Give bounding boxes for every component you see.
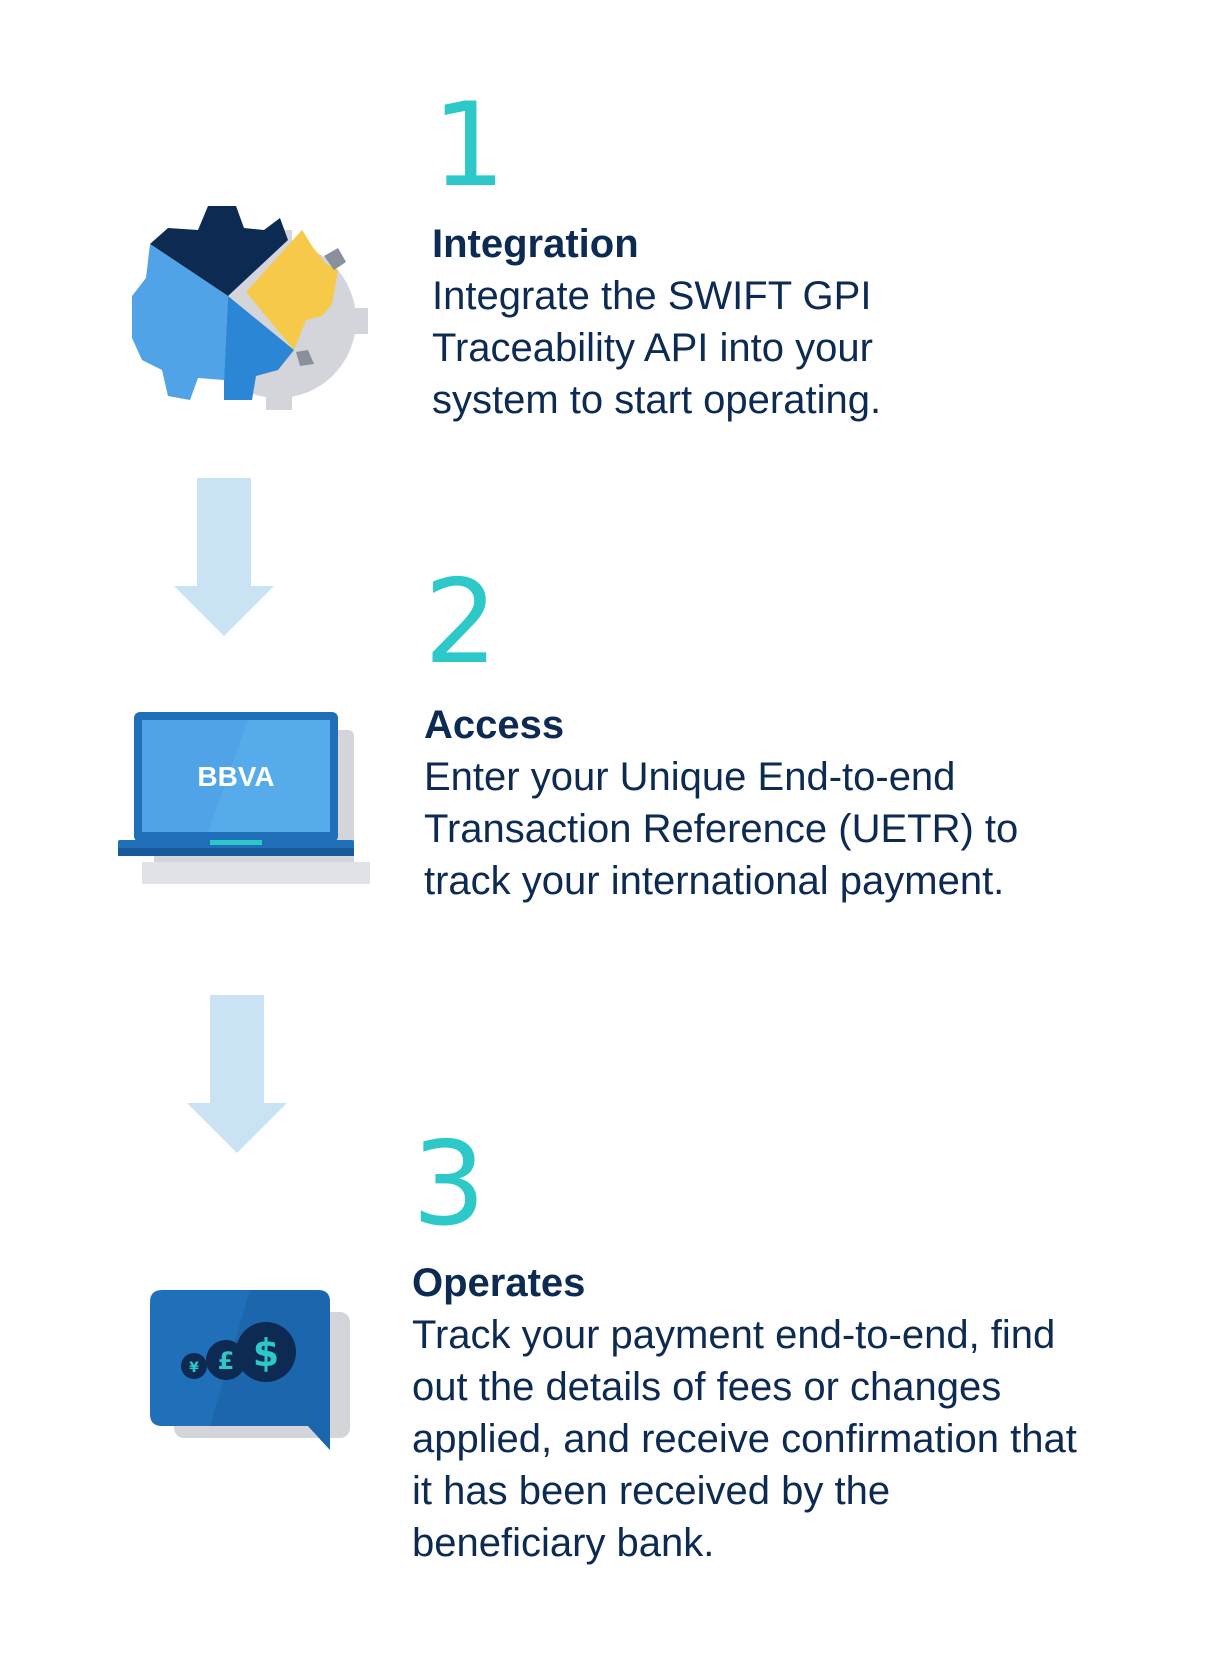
description-line: Traceability API into your xyxy=(432,326,873,370)
description-line: applied, and receive confirmation that xyxy=(412,1417,1077,1461)
description-line: system to start operating. xyxy=(432,378,882,422)
step-title: Operates xyxy=(412,1261,586,1305)
step-title: Integration xyxy=(432,222,639,266)
laptop-logo: BBVA xyxy=(197,761,274,792)
step-number: 2 xyxy=(424,555,498,690)
description-line: beneficiary bank. xyxy=(412,1521,715,1565)
step-2: 2 Access Enter your Unique End-to-end Tr… xyxy=(424,565,1184,907)
step-3: 3 Operates Track your payment end-to-end… xyxy=(412,1127,1192,1569)
description-line: track your international payment. xyxy=(424,859,1005,903)
description-line: it has been received by the xyxy=(412,1469,891,1513)
step-number: 3 xyxy=(412,1117,486,1252)
down-arrow-icon xyxy=(183,995,291,1155)
step-description: Enter your Unique End-to-end Transaction… xyxy=(424,751,1184,907)
description-line: Integrate the SWIFT GPI xyxy=(432,274,872,318)
description-line: Transaction Reference (UETR) to xyxy=(424,807,1019,851)
dollar-symbol: $ xyxy=(253,1331,279,1375)
step-number: 1 xyxy=(432,78,506,213)
description-line: Track your payment end-to-end, find xyxy=(412,1313,1056,1357)
down-arrow-icon xyxy=(170,478,278,638)
step-1: 1 Integration Integrate the SWIFT GPI Tr… xyxy=(432,88,1132,426)
step-description: Track your payment end-to-end, find out … xyxy=(412,1309,1192,1569)
gear-icon xyxy=(128,200,388,430)
step-title: Access xyxy=(424,703,565,747)
description-line: out the details of fees or changes xyxy=(412,1365,1002,1409)
laptop-icon: BBVA xyxy=(118,712,378,902)
description-line: Enter your Unique End-to-end xyxy=(424,755,956,799)
currency-chat-icon: ¥ £ $ xyxy=(150,1290,380,1490)
yen-symbol: ¥ xyxy=(189,1360,199,1376)
step-description: Integrate the SWIFT GPI Traceability API… xyxy=(432,270,1132,426)
pound-symbol: £ xyxy=(218,1347,235,1375)
